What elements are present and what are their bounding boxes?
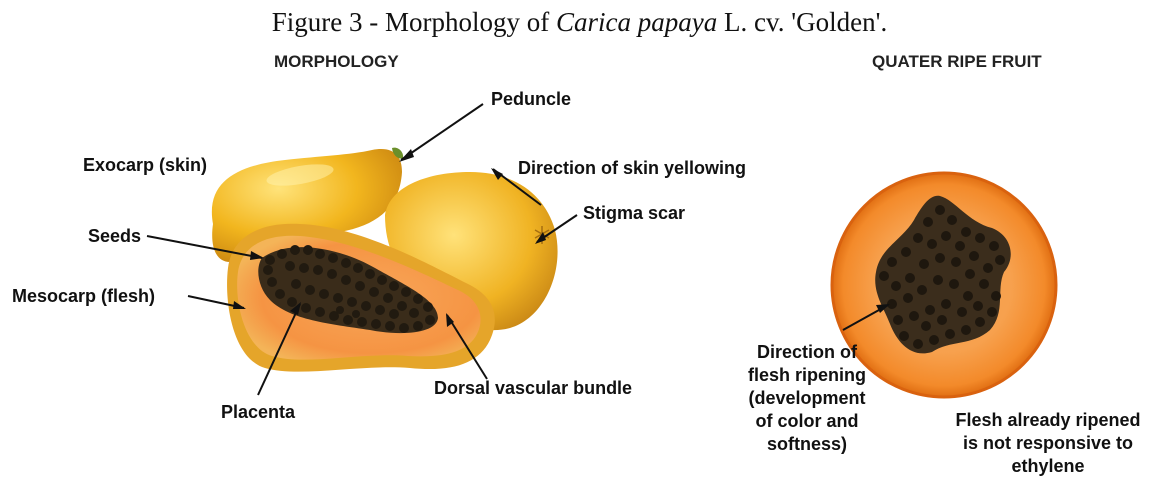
label-mesocarp: Mesocarp (flesh) xyxy=(12,285,155,308)
already-ripened-line-2: is not responsive to xyxy=(939,432,1157,455)
flesh-ripening-line-2: flesh ripening xyxy=(736,364,878,387)
label-already-ripened: Flesh already ripened is not responsive … xyxy=(939,409,1157,478)
label-exocarp: Exocarp (skin) xyxy=(83,154,207,177)
flesh-ripening-line-1: Direction of xyxy=(736,341,878,364)
already-ripened-line-3: ethylene xyxy=(939,455,1157,478)
flesh-ripening-line-3: (development xyxy=(736,387,878,410)
label-placenta: Placenta xyxy=(221,401,295,424)
label-skin-yellowing: Direction of skin yellowing xyxy=(518,157,746,180)
label-peduncle: Peduncle xyxy=(491,88,571,111)
arrow-peduncle xyxy=(401,104,483,160)
flesh-ripening-line-5: softness) xyxy=(736,433,878,456)
already-ripened-line-1: Flesh already ripened xyxy=(939,409,1157,432)
label-flesh-ripening: Direction of flesh ripening (development… xyxy=(736,341,878,456)
label-stigma-scar: Stigma scar xyxy=(583,202,685,225)
label-seeds: Seeds xyxy=(88,225,141,248)
label-dorsal-bundle: Dorsal vascular bundle xyxy=(434,377,632,400)
flesh-ripening-line-4: of color and xyxy=(736,410,878,433)
